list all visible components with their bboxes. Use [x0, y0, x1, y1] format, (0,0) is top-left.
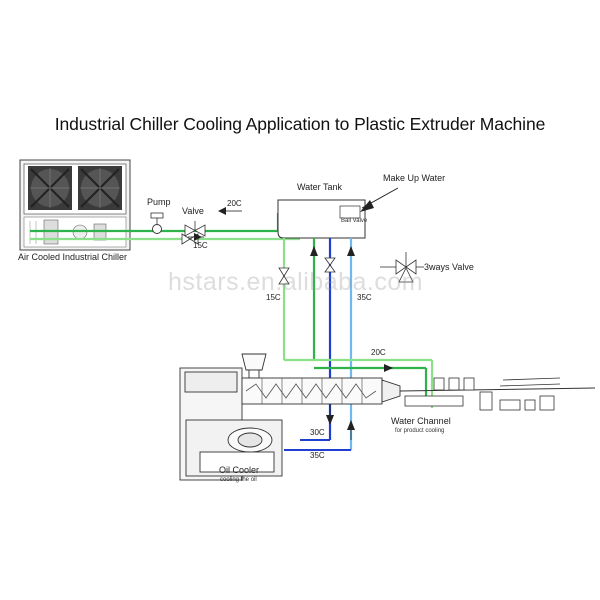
arrow-down-blue [326, 415, 334, 425]
fan-right-icon [78, 166, 122, 210]
make-up-water-arrow [360, 187, 399, 212]
three-way-valve-icon [380, 252, 424, 283]
arrow-up-green [310, 246, 318, 256]
temp-return-top: 15C [193, 241, 208, 250]
pump-label: Pump [147, 197, 171, 207]
diagram-title: Industrial Chiller Cooling Application t… [54, 114, 546, 134]
water-channel [399, 377, 596, 411]
riser-valve-mid-icon [324, 257, 336, 273]
watermark: hstars.en.alibaba.com [168, 268, 424, 296]
water-tank-label: Water Tank [297, 182, 343, 192]
water-channel-sub-label: for product cooling [395, 428, 445, 434]
temp-supply-top: 20C [227, 199, 242, 208]
temp-right-vertical: 35C [357, 293, 372, 302]
pump-icon [150, 212, 164, 234]
oil-cooler-label: Oil Cooler [219, 465, 260, 475]
chiller-unit [19, 159, 131, 251]
arrow-up-blue [347, 246, 355, 256]
water-channel-label: Water Channel [391, 416, 451, 426]
extruder-machine [179, 353, 401, 481]
fan-left-icon [28, 166, 72, 210]
temp-oil-return: 35C [310, 451, 325, 460]
valve-icon [184, 221, 206, 237]
riser-valve-left-icon [278, 267, 290, 285]
temp-left-vertical: 15C [266, 293, 281, 302]
three-way-valve-label: 3ways Valve [424, 262, 474, 272]
temp-channel-supply: 20C [371, 348, 386, 357]
tank-inner-label: Ball Valve [341, 218, 368, 224]
chiller-label: Air Cooled Industrial Chiller [18, 252, 128, 262]
oil-cooler-sub-label: cooling the oil [220, 477, 257, 483]
temp-oil-supply: 30C [310, 428, 325, 437]
water-tank [277, 199, 366, 239]
make-up-water-label: Make Up Water [383, 173, 446, 183]
arrow-up-lightblue [347, 420, 355, 430]
valve-label: Valve [182, 206, 204, 216]
arrow-right-channel [384, 364, 393, 372]
